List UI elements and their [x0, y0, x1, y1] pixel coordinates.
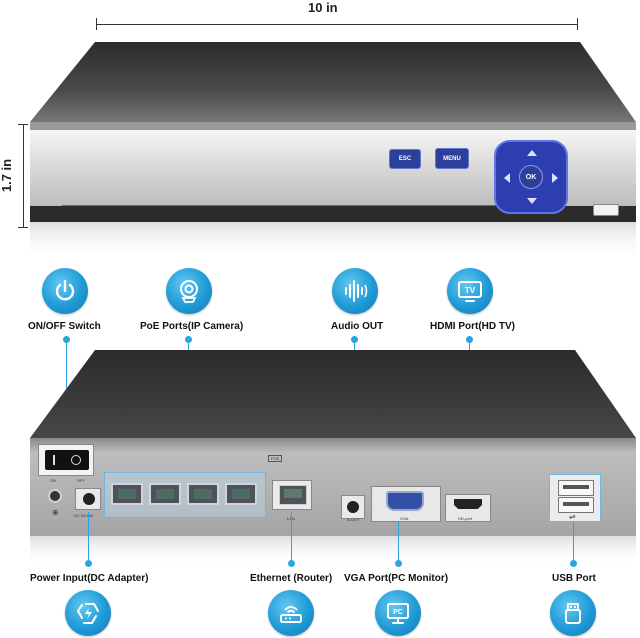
power-icon [42, 268, 88, 314]
nav-right-icon[interactable] [552, 173, 558, 183]
vga-label: VGA [400, 516, 409, 521]
tv-icon: TV [447, 268, 493, 314]
lan-port[interactable] [272, 480, 312, 510]
poe-ports-label: PoE Ports(IP Camera) [140, 321, 244, 332]
audio-icon [332, 268, 378, 314]
vga-port-label: VGA Port(PC Monitor) [344, 573, 449, 584]
nav-down-icon[interactable] [527, 198, 537, 204]
audio-out-port[interactable] [341, 495, 365, 519]
navigation-pad[interactable]: OK [494, 140, 568, 214]
hdmi-label: HD-port [458, 516, 473, 521]
ground-symbol: ⊕ [52, 508, 59, 517]
poe-ports-group [104, 472, 266, 518]
poe-port-1[interactable] [111, 483, 143, 505]
pc-monitor-icon: PC [375, 590, 421, 636]
recycle-power-icon [65, 590, 111, 636]
camera-icon [166, 268, 212, 314]
switch-off-label: OFF [77, 478, 85, 483]
poe-port-3[interactable] [187, 483, 219, 505]
on-off-switch-label: ON/OFF Switch [28, 321, 101, 332]
power-switch[interactable] [38, 444, 94, 476]
dc-power-input[interactable] [75, 488, 101, 510]
menu-button[interactable]: MENU [435, 148, 469, 169]
router-icon [268, 590, 314, 636]
usb-ports[interactable]: ⇌ [549, 474, 601, 522]
nav-left-icon[interactable] [504, 173, 510, 183]
dc-label: DC 52/48V [74, 513, 94, 518]
width-label: 10 in [308, 0, 338, 15]
poe-port-2[interactable] [149, 483, 181, 505]
vga-port[interactable] [371, 486, 441, 522]
nav-up-icon[interactable] [527, 150, 537, 156]
esc-button[interactable]: ESC [389, 149, 421, 169]
usb-symbol-icon: ⇌ [569, 512, 576, 521]
poe-label: POE [268, 455, 283, 462]
rear-device-view [30, 350, 636, 566]
svg-text:TV: TV [465, 286, 476, 295]
lan-label: LAN [287, 516, 295, 521]
audio-out-label: Audio OUT [331, 321, 384, 332]
ground-screw [48, 489, 62, 503]
usb-port-label: USB Port [552, 573, 596, 584]
switch-on-label: ON [50, 478, 56, 483]
usb-icon [550, 590, 596, 636]
poe-port-4[interactable] [225, 483, 257, 505]
front-device-view [30, 42, 636, 262]
ethernet-label: Ethernet (Router) [250, 573, 333, 584]
front-usb-port[interactable] [593, 204, 619, 216]
height-dimension [14, 124, 28, 228]
ok-button[interactable]: OK [519, 165, 543, 189]
aout-label: A-OUT [347, 517, 360, 522]
width-dimension [96, 14, 578, 30]
svg-text:PC: PC [393, 609, 403, 616]
power-input-label: Power Input(DC Adapter) [30, 573, 149, 584]
hdmi-port[interactable] [445, 494, 491, 522]
hdmi-port-label: HDMI Port(HD TV) [430, 321, 515, 332]
